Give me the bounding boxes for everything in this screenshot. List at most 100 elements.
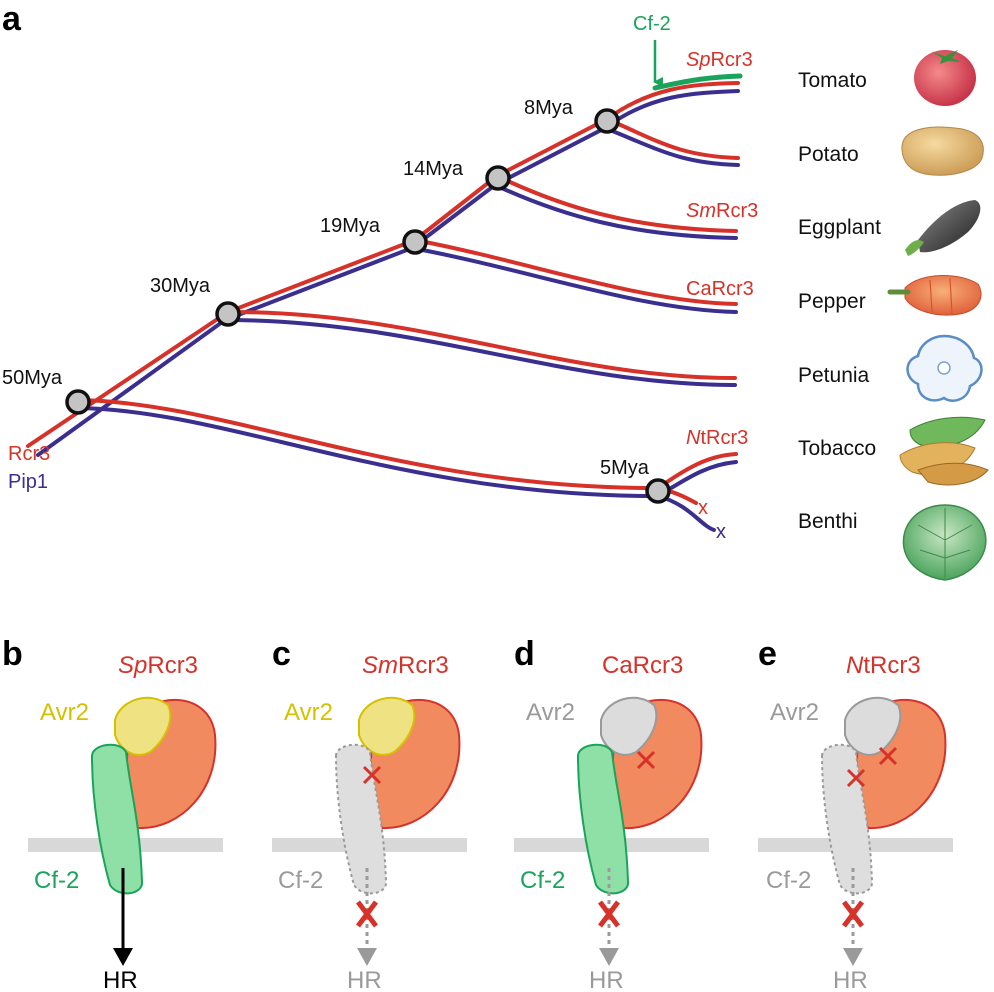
- panel-d-title: CaRcr3: [602, 652, 683, 679]
- pip1-branch-eggplant: [493, 183, 738, 240]
- rcr3-branch-pepper: [413, 238, 738, 306]
- panel-c-title-italic: Sm: [362, 652, 398, 679]
- panel-d-cf2-label: Cf-2: [520, 867, 565, 894]
- rcr3-branch-eggplant: [495, 174, 738, 233]
- panel-e-hr-label: HR: [833, 967, 868, 992]
- panel-c-cf2-label: Cf-2: [278, 867, 323, 894]
- panel-a: a Cf-2: [2, 0, 989, 581]
- panel-e-title: NtRcr3: [846, 652, 921, 679]
- node-label-5mya: 5Mya: [600, 457, 650, 479]
- legend-pip1: Pip1: [8, 471, 48, 493]
- label-ntrcr3: NtRcr3: [686, 427, 748, 449]
- label-smrcr3-italic: Sm: [686, 200, 716, 222]
- hr-arrowhead: [357, 948, 377, 966]
- avr2-protein-inactive: [844, 696, 902, 756]
- panel-e-title-rest: tRcr3: [863, 652, 920, 679]
- tobacco-icon: [899, 416, 989, 486]
- panel-b-cf2-label: Cf-2: [34, 867, 79, 894]
- node-label-50mya: 50Mya: [2, 367, 63, 389]
- rcr3-branch-potato: [605, 117, 740, 160]
- pip1-trunk-to-tomato: [36, 89, 740, 457]
- label-carcr3: CaRcr3: [686, 278, 754, 300]
- panel-letter-a: a: [2, 0, 22, 38]
- label-sprcr3: SpRcr3: [686, 49, 753, 71]
- panel-e-avr2-label: Avr2: [770, 699, 819, 726]
- petunia-icon: [906, 334, 983, 402]
- panel-letter-b: b: [2, 635, 23, 673]
- panel-d: d CaRcr3 Avr2 Cf-2 HR: [514, 635, 709, 992]
- node-19mya: [402, 229, 428, 255]
- label-ntrcr3-italic: N: [686, 427, 701, 449]
- pip1-branch-pepper: [410, 246, 738, 314]
- node-8mya: [594, 108, 620, 134]
- species-potato: Potato: [798, 143, 859, 166]
- label-smrcr3-rest: Rcr3: [716, 200, 758, 222]
- label-sprcr3-rest: Rcr3: [710, 49, 752, 71]
- panel-letter-e: e: [758, 635, 777, 673]
- pip1-branch-tobacco: [76, 406, 738, 499]
- potato-icon: [901, 126, 984, 176]
- node-50mya: [65, 389, 91, 415]
- panel-c-avr2-label: Avr2: [284, 699, 333, 726]
- node-label-8mya: 8Mya: [524, 97, 574, 119]
- cf2-receptor-inactive: [334, 743, 388, 895]
- hr-blocked-icon: [842, 900, 864, 928]
- node-5mya: [645, 478, 671, 504]
- panel-e-cf2-label: Cf-2: [766, 867, 811, 894]
- node-30mya: [215, 301, 241, 327]
- panel-c-title: SmRcr3: [362, 652, 449, 679]
- panel-b-title-rest: Rcr3: [147, 652, 198, 679]
- interaction-blocked-icon: [846, 768, 866, 788]
- panel-e-title-italic: N: [846, 652, 864, 679]
- panel-letter-d: d: [514, 635, 535, 673]
- tomato-icon: [914, 50, 976, 106]
- rcr3-branch-petunia: [226, 309, 737, 380]
- panel-b-hr-label: HR: [103, 967, 138, 992]
- species-tomato: Tomato: [798, 69, 867, 92]
- panel-d-avr2-label: Avr2: [526, 699, 575, 726]
- avr2-protein: [358, 696, 416, 756]
- benthi-icon: [902, 504, 987, 581]
- panel-b-title-italic: Sp: [118, 652, 147, 679]
- species-pepper: Pepper: [798, 290, 866, 313]
- panel-c-hr-label: HR: [347, 967, 382, 992]
- loss-mark-rcr3: x: [698, 497, 708, 519]
- eggplant-icon: [905, 200, 981, 256]
- cf2-receptor: [576, 743, 630, 895]
- node-label-14mya: 14Mya: [403, 158, 464, 180]
- panel-b: b SpRcr3 Avr2 Cf-2 HR: [2, 635, 223, 992]
- cf2-tomato-branch: [652, 73, 743, 91]
- panel-b-title: SpRcr3: [118, 652, 198, 679]
- rcr3-tree: [26, 81, 740, 505]
- binding-blocked-icon: [878, 746, 898, 766]
- panel-c-title-rest: Rcr3: [398, 652, 449, 679]
- label-ntrcr3-rest: tRcr3: [700, 427, 748, 449]
- cf2-arrow-label: Cf-2: [633, 13, 671, 35]
- label-smrcr3: SmRcr3: [686, 200, 758, 222]
- panel-letter-c: c: [272, 635, 291, 673]
- loss-mark-pip1: x: [716, 521, 726, 543]
- cf2-receptor: [90, 743, 144, 895]
- species-eggplant: Eggplant: [798, 216, 881, 239]
- interaction-blocked-icon: [362, 765, 382, 785]
- pip1-branch-petunia: [223, 318, 737, 387]
- species-tobacco: Tobacco: [798, 437, 876, 460]
- panel-d-hr-label: HR: [589, 967, 624, 992]
- legend-rcr3: Rcr3: [8, 443, 50, 465]
- panel-b-avr2-label: Avr2: [40, 699, 89, 726]
- panel-c: c SmRcr3 Avr2 Cf-2 HR: [272, 635, 467, 992]
- rcr3-branch-tobacco: [76, 398, 738, 491]
- node-label-30mya: 30Mya: [150, 275, 211, 297]
- hr-arrowhead: [599, 948, 619, 966]
- pepper-icon: [887, 275, 982, 316]
- panel-d-title-rest: CaRcr3: [602, 652, 683, 679]
- binding-blocked-icon: [636, 750, 656, 770]
- node-14mya: [485, 165, 511, 191]
- node-label-19mya: 19Mya: [320, 215, 381, 237]
- label-sprcr3-italic: Sp: [686, 49, 710, 71]
- hr-blocked-icon: [598, 900, 620, 928]
- pip1-branch-potato: [603, 126, 740, 167]
- hr-arrowhead: [843, 948, 863, 966]
- species-petunia: Petunia: [798, 364, 870, 387]
